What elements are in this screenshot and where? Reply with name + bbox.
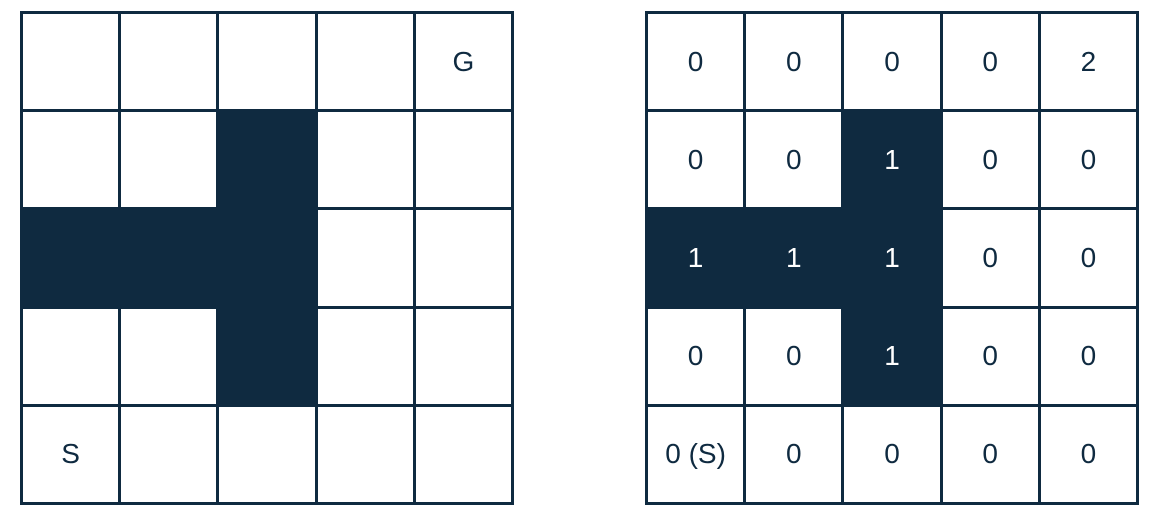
free-cell: 0 xyxy=(746,406,842,502)
wall-cell xyxy=(121,210,217,306)
free-cell: 0 xyxy=(746,308,842,404)
free-cell: 2 xyxy=(1040,14,1136,110)
free-cell: 0 xyxy=(844,406,940,502)
free-cell xyxy=(23,308,119,404)
free-cell xyxy=(317,14,413,110)
wall-cell xyxy=(219,112,315,208)
free-cell xyxy=(317,112,413,208)
free-cell: S xyxy=(23,406,119,502)
free-cell: 0 xyxy=(942,210,1038,306)
free-cell: 0 xyxy=(942,14,1038,110)
free-cell: 0 xyxy=(1040,112,1136,208)
free-cell: 0 xyxy=(648,112,744,208)
wall-cell xyxy=(23,210,119,306)
free-cell xyxy=(317,406,413,502)
free-cell: 0 xyxy=(648,14,744,110)
free-cell xyxy=(219,406,315,502)
free-cell xyxy=(23,112,119,208)
free-cell xyxy=(219,14,315,110)
free-cell xyxy=(317,308,413,404)
free-cell xyxy=(121,406,217,502)
free-cell: 0 xyxy=(942,112,1038,208)
free-cell: 0 xyxy=(942,308,1038,404)
free-cell xyxy=(121,14,217,110)
free-cell: G xyxy=(415,14,511,110)
free-cell xyxy=(415,308,511,404)
free-cell xyxy=(121,308,217,404)
free-cell xyxy=(23,14,119,110)
free-cell: 0 xyxy=(1040,406,1136,502)
free-cell: 0 xyxy=(648,308,744,404)
free-cell: 0 (S) xyxy=(648,406,744,502)
wall-cell xyxy=(219,210,315,306)
free-cell: 0 xyxy=(844,14,940,110)
wall-cell: 1 xyxy=(648,210,744,306)
free-cell: 0 xyxy=(1040,308,1136,404)
free-cell xyxy=(415,210,511,306)
free-cell: 0 xyxy=(746,14,842,110)
wall-cell: 1 xyxy=(746,210,842,306)
free-cell xyxy=(121,112,217,208)
wall-cell: 1 xyxy=(844,112,940,208)
wall-cell xyxy=(219,308,315,404)
free-cell xyxy=(317,210,413,306)
free-cell xyxy=(415,406,511,502)
wall-cell: 1 xyxy=(844,308,940,404)
free-cell: 0 xyxy=(746,112,842,208)
wall-cell: 1 xyxy=(844,210,940,306)
free-cell: 0 xyxy=(942,406,1038,502)
free-cell: 0 xyxy=(1040,210,1136,306)
free-cell xyxy=(415,112,511,208)
